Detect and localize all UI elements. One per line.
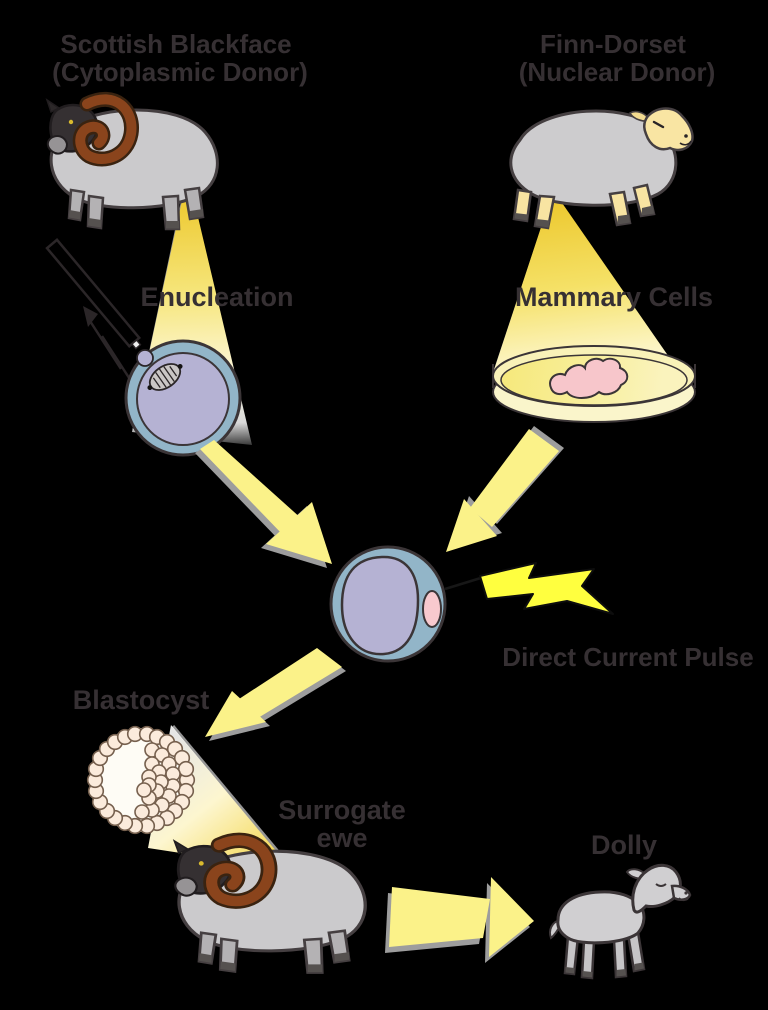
finn-dorset-sheep-illustration xyxy=(509,107,694,230)
mammary-tissue xyxy=(549,357,629,399)
label-cytoplasmic-donor-line2: (Cytoplasmic Donor) xyxy=(52,57,308,87)
spindle-chromosomes xyxy=(147,363,183,391)
surrogate-ewe-illustration xyxy=(174,840,365,972)
donor-nucleus-cell xyxy=(422,590,442,628)
arrow-surrogate-to-dolly xyxy=(385,877,534,963)
label-surrogate-line1: Surrogate xyxy=(278,795,406,825)
micropipette xyxy=(45,238,142,385)
scottish-blackface-sheep-illustration xyxy=(47,99,217,229)
label-cytoplasmic-donor-line1: Scottish Blackface xyxy=(60,29,291,59)
label-blastocyst: Blastocyst xyxy=(73,685,210,715)
label-mammary-cells: Mammary Cells xyxy=(515,282,713,312)
polar-body xyxy=(136,349,154,367)
label-nuclear-donor-line1: Finn-Dorset xyxy=(540,29,686,59)
enucleation-egg-cell xyxy=(124,339,242,457)
label-enucleation: Enucleation xyxy=(140,282,293,312)
lightning-bolt-icon xyxy=(444,562,614,615)
label-nuclear-donor-line2: (Nuclear Donor) xyxy=(519,57,715,87)
fused-cell xyxy=(329,545,447,663)
label-surrogate-line2: ewe xyxy=(316,823,367,853)
label-dolly: Dolly xyxy=(591,830,657,860)
dolly-lamb-illustration xyxy=(549,863,692,980)
arrow-egg-to-fusion xyxy=(195,440,332,568)
label-direct-current-pulse: Direct Current Pulse xyxy=(502,642,753,672)
arrow-cells-to-fusion xyxy=(446,426,564,552)
beam-from-finn-dorset-udder xyxy=(492,200,678,376)
blastocyst-illustration xyxy=(86,725,196,835)
petri-dish xyxy=(492,345,696,423)
arrow-fusion-to-blastocyst xyxy=(205,648,346,741)
suction-arrow xyxy=(83,306,135,385)
